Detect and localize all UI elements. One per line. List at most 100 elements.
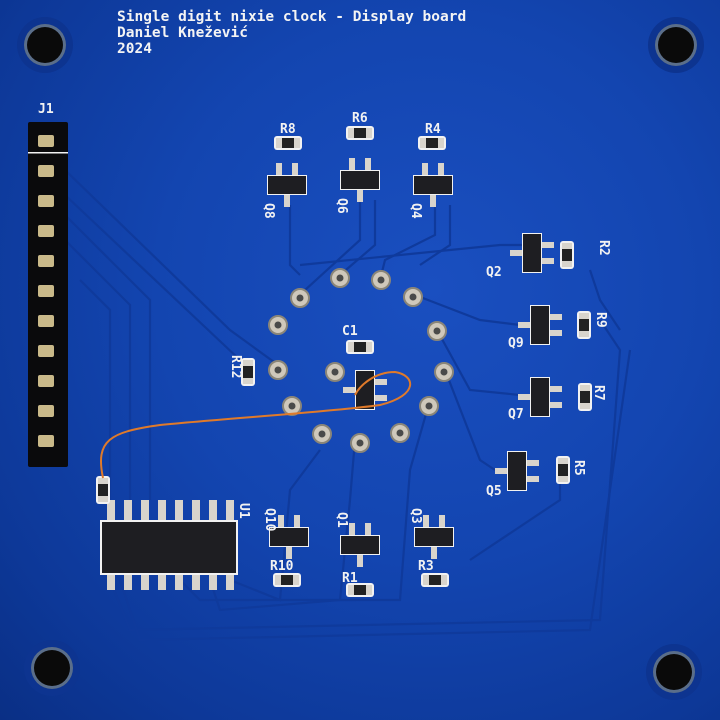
transistor-pin — [542, 242, 554, 248]
transistor-body — [414, 176, 452, 194]
transistor-pin — [278, 515, 284, 527]
transistor-pin — [527, 460, 539, 466]
transistor-pin — [284, 195, 290, 207]
resistor-pad — [423, 575, 429, 585]
copper-trace — [443, 369, 496, 471]
copper-trace — [108, 319, 622, 632]
transistor-pin — [542, 258, 554, 264]
copper-trace — [299, 243, 540, 267]
header-pin — [38, 135, 54, 147]
resistor-pad — [420, 138, 426, 148]
transistor-body — [531, 306, 549, 344]
header-pin — [38, 315, 54, 327]
drill-hole — [440, 368, 448, 376]
copper-trace — [79, 279, 112, 500]
header-pin — [38, 225, 54, 237]
transistor-body — [531, 378, 549, 416]
drill-hole — [396, 429, 404, 437]
resistor — [346, 340, 374, 354]
transistor-sot23 — [340, 158, 380, 202]
designator-r6: R6 — [352, 111, 368, 126]
designator-q1: Q1 — [334, 512, 349, 528]
silk-line — [28, 152, 68, 154]
copper-trace — [64, 169, 286, 371]
copper-trace — [64, 194, 241, 361]
resistor-pad — [348, 342, 354, 352]
designator-q4: Q4 — [408, 203, 423, 219]
resistor — [346, 126, 374, 140]
resistor-pad — [275, 575, 281, 585]
resistor — [418, 136, 446, 150]
nixie-socket-pads — [268, 268, 454, 453]
transistor-sot23 — [267, 163, 307, 207]
copper-trace — [208, 439, 357, 612]
transistor-pin — [430, 195, 436, 207]
ic-pin — [226, 500, 234, 520]
transistor-pin — [349, 158, 355, 170]
copper-trace — [339, 200, 377, 276]
transistor-pin — [495, 468, 507, 474]
transistor-pin — [438, 163, 444, 175]
drill-hole — [356, 439, 364, 447]
designator-r9: R9 — [593, 312, 608, 328]
drill-hole — [274, 321, 282, 329]
transistor-pin — [375, 395, 387, 401]
ic-pin — [209, 500, 217, 520]
transistor-pin — [276, 163, 282, 175]
transistor-sot23 — [340, 523, 380, 567]
transistor-pin — [294, 515, 300, 527]
resistor-pad — [438, 138, 444, 148]
ic-pin — [192, 500, 200, 520]
designator-r10: R10 — [270, 559, 294, 574]
transistor-body — [415, 528, 453, 546]
ic-pin — [124, 570, 132, 590]
copper-trace — [64, 239, 132, 500]
copper-traces — [64, 169, 632, 642]
resistor — [560, 241, 574, 269]
designator-c1: C1 — [342, 324, 358, 339]
copper-trace — [118, 349, 632, 642]
transistor-pin — [550, 330, 562, 336]
header-pin — [38, 375, 54, 387]
transistor-pin — [375, 379, 387, 385]
header-pin — [38, 405, 54, 417]
drill-hole — [296, 294, 304, 302]
ic-pin — [141, 500, 149, 520]
transistor-body — [270, 528, 308, 546]
transistor-pin — [365, 158, 371, 170]
resistor — [273, 573, 301, 587]
designator-q2: Q2 — [486, 265, 502, 280]
drill-hole — [433, 327, 441, 335]
ic-pin — [107, 570, 115, 590]
designator-r7: R7 — [591, 385, 606, 401]
copper-trace — [378, 205, 437, 281]
resistor-pad — [562, 243, 572, 249]
drill-hole — [331, 368, 339, 376]
ic-pin — [158, 570, 166, 590]
resistor-body — [281, 575, 293, 585]
transistor-body — [508, 452, 526, 490]
designator-j1: J1 — [38, 102, 54, 117]
transistor-sot23 — [413, 163, 453, 207]
resistor-body — [426, 138, 438, 148]
drill-hole — [336, 274, 344, 282]
copper-trace — [419, 205, 452, 266]
transistor-pin — [286, 547, 292, 559]
year-line: 2024 — [117, 41, 152, 57]
transistor-pin — [550, 402, 562, 408]
header-pin — [38, 435, 54, 447]
drill-hole — [288, 402, 296, 410]
resistor-pad — [348, 585, 354, 595]
designator-q7: Q7 — [508, 407, 524, 422]
ic-pin — [192, 570, 200, 590]
resistor-pad — [366, 342, 372, 352]
ic-pin — [209, 570, 217, 590]
designator-q10: Q10 — [262, 508, 277, 532]
transistor-pin — [510, 250, 522, 256]
mounting-hole — [27, 27, 63, 63]
mounting-hole — [34, 650, 70, 686]
jumper-wire — [99, 370, 411, 479]
transistor-sot23 — [414, 515, 454, 559]
transistor-sot23 — [518, 377, 562, 417]
